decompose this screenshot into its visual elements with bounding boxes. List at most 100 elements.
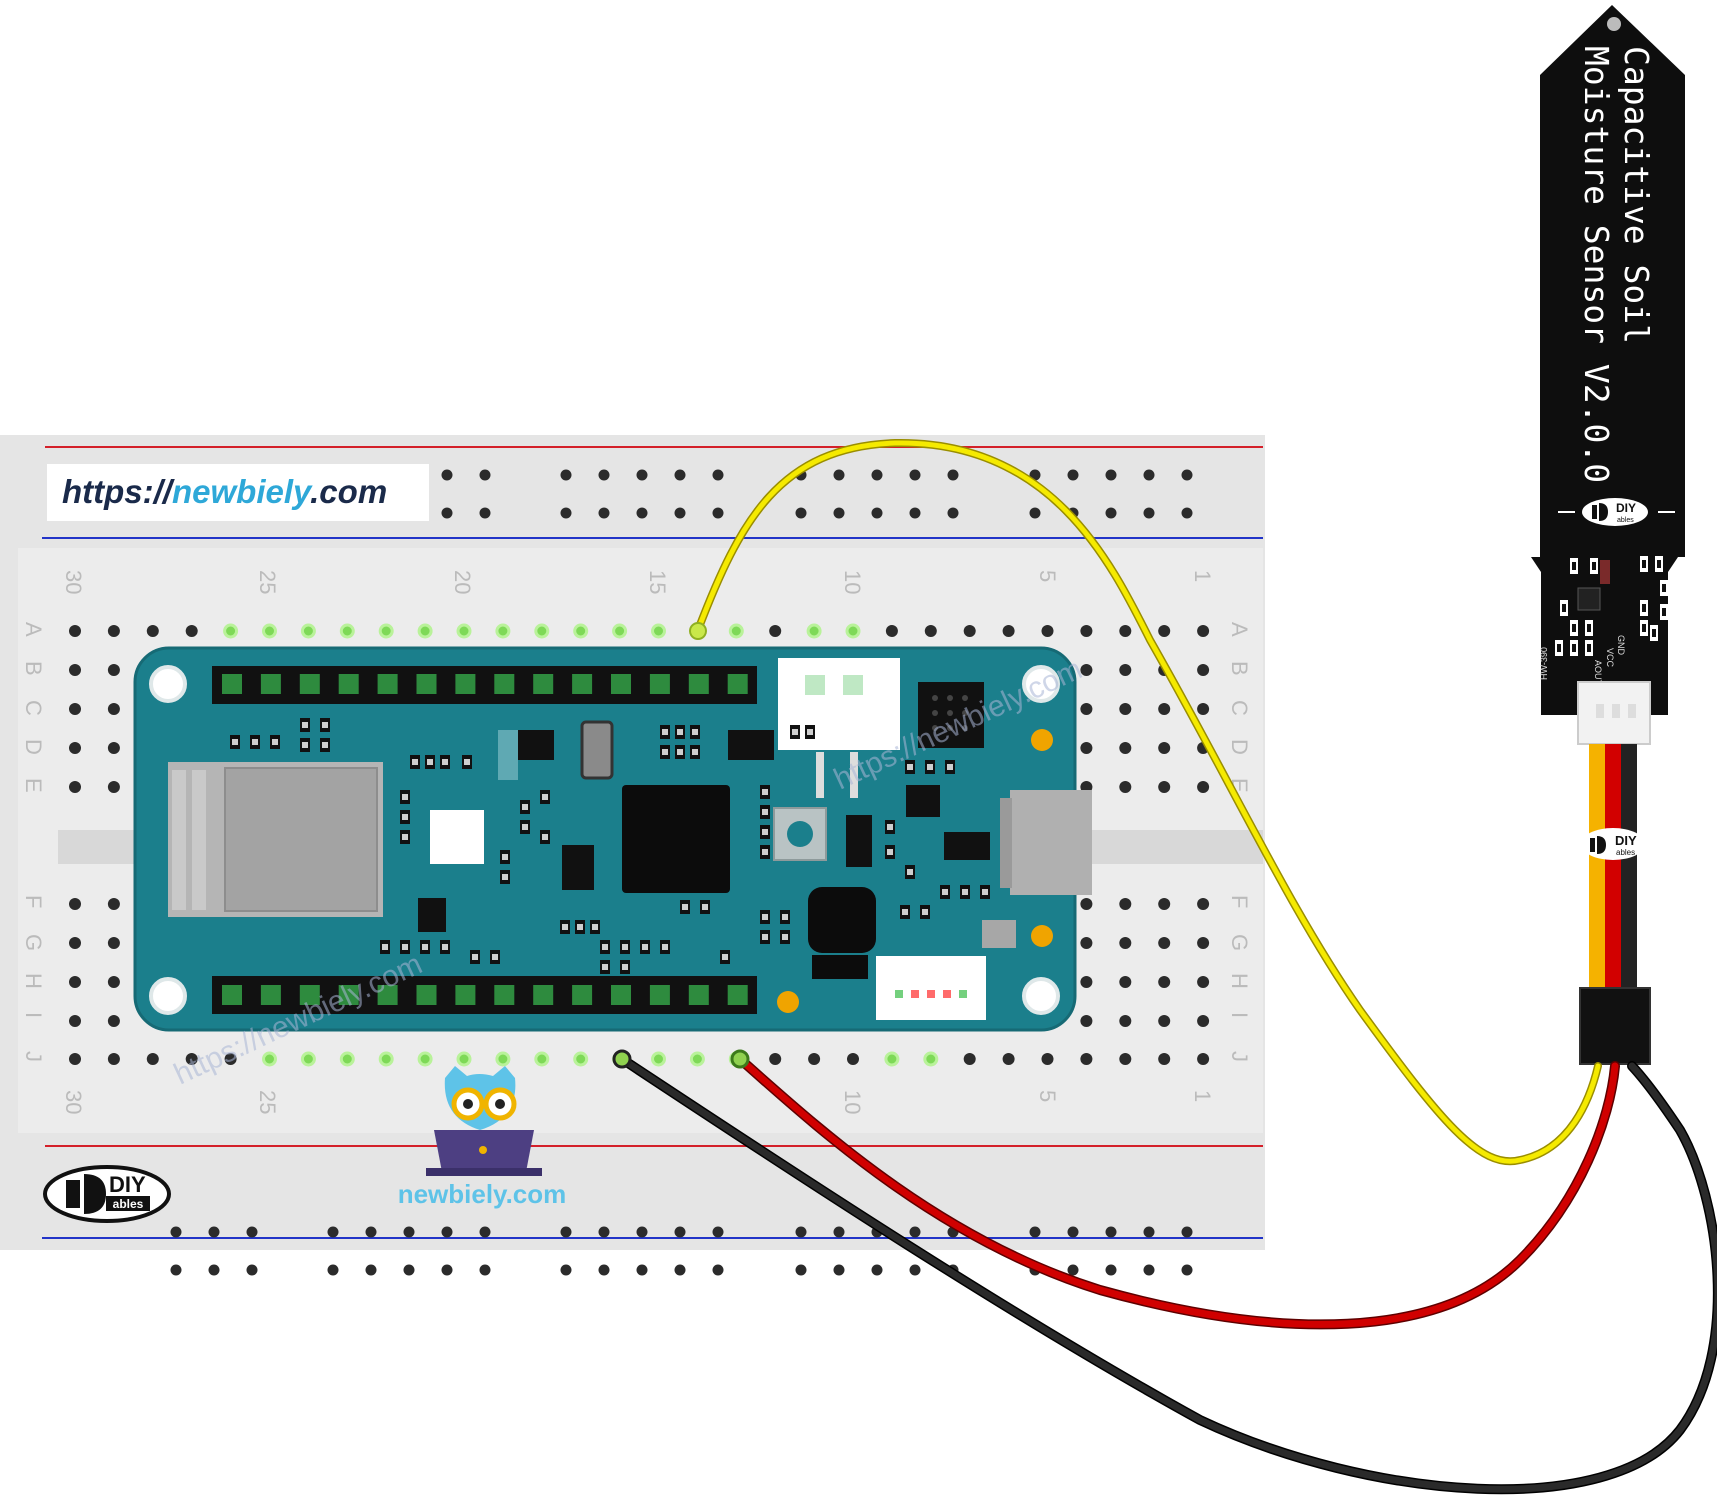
pad-block: [498, 730, 518, 780]
breadboard-hole: [339, 623, 355, 639]
reset-button-cap[interactable]: [787, 821, 813, 847]
rail-hole: [833, 507, 845, 519]
rail-hole: [365, 1226, 377, 1238]
mounting-hole: [1022, 665, 1060, 703]
breadboard-hole: [1119, 703, 1132, 715]
smd-component: [762, 809, 768, 815]
microcontroller-board: [133, 646, 1092, 1032]
smd-component: [762, 914, 768, 920]
breadboard-hole: [963, 1053, 976, 1065]
rail-hole: [1181, 1226, 1193, 1238]
smd-component: [602, 964, 608, 970]
header-pin: [649, 674, 670, 694]
mascot-caption: newbiely.com: [398, 1179, 567, 1209]
url-prefix: https://: [62, 473, 176, 510]
smd-component: [402, 834, 408, 840]
diyables-mark-icon: [66, 1174, 106, 1214]
sensor-mount-hole: [1607, 17, 1621, 31]
breadboard-hole: [69, 1015, 81, 1027]
breadboard-hole: [1119, 976, 1132, 988]
breadboard-hole: [1197, 937, 1210, 949]
sensor-model-label: HW-390: [1539, 647, 1549, 680]
eslov-connector: [876, 956, 986, 1020]
column-label: 20: [450, 570, 475, 594]
smd-component: [682, 904, 688, 910]
breadboard-hole: [1197, 1053, 1210, 1065]
terminal-holes: [69, 623, 1210, 1067]
url-domain: newbiely: [172, 473, 313, 510]
breadboard-hole: [1080, 625, 1093, 637]
breadboard-hole: [1119, 742, 1132, 754]
header-pin: [688, 985, 709, 1005]
header-pin: [727, 674, 748, 694]
sensor-smd: [1652, 629, 1656, 637]
wire-end-power: [730, 1049, 750, 1069]
breadboard-hole: [456, 623, 472, 639]
sensor-smd: [1572, 562, 1576, 570]
breadboard-hole: [1158, 937, 1171, 949]
rail-hole: [441, 507, 453, 519]
breadboard-hole: [845, 623, 861, 639]
sensor-smd: [1572, 644, 1576, 652]
breadboard-hole: [1041, 625, 1054, 637]
header-pin: [494, 985, 515, 1005]
breadboard-hole: [300, 1051, 316, 1067]
smd-component: [662, 944, 668, 950]
breadboard-hole: [1002, 1053, 1015, 1065]
rail-hole: [170, 1264, 182, 1276]
breadboard-hole: [495, 623, 511, 639]
breadboard-hole: [69, 976, 81, 988]
smd-component: [762, 829, 768, 835]
cable-signal-wire: [1589, 744, 1605, 990]
breadboard-hole: [107, 625, 120, 637]
breadboard-hole: [185, 1053, 198, 1065]
smd-chip: [562, 845, 594, 890]
smd-component: [402, 944, 408, 950]
breadboard-hole: [573, 1051, 589, 1067]
smd-component: [792, 729, 798, 735]
rail-hole: [674, 1264, 686, 1276]
wire-ends: [612, 622, 750, 1069]
rail-hole: [795, 507, 807, 519]
inductor: [812, 955, 868, 979]
smd-chip: [418, 898, 446, 932]
breadboard-hole: [1158, 976, 1171, 988]
breadboard-hole: [1119, 625, 1132, 637]
rail-hole: [246, 1226, 258, 1238]
smd-component: [922, 909, 928, 915]
rail-hole: [712, 469, 724, 481]
smd-component: [762, 849, 768, 855]
smd-component: [442, 944, 448, 950]
smd-chip: [944, 832, 990, 860]
header-pin: [533, 674, 554, 694]
rail-hole: [479, 1264, 491, 1276]
header-pin: [649, 985, 670, 1005]
sensor-smd: [1642, 604, 1646, 612]
smd-component: [542, 834, 548, 840]
smd-component: [702, 904, 708, 910]
sensor-smd: [1587, 644, 1591, 652]
cable-label-subtext: ables: [1616, 848, 1635, 857]
breadboard-hole: [769, 625, 782, 637]
breadboard-hole: [651, 623, 666, 639]
sensor-components: [1555, 556, 1668, 656]
rail-hole: [909, 507, 921, 519]
mounting-hole: [149, 665, 187, 703]
smd-component: [907, 869, 913, 875]
breadboard-hole: [1197, 781, 1210, 793]
sensor-smd: [1662, 584, 1666, 592]
rail-hole: [441, 469, 453, 481]
breadboard-hole: [1197, 664, 1210, 676]
row-label: D: [1227, 739, 1252, 755]
smd-component: [692, 749, 698, 755]
smd-component: [464, 759, 470, 765]
header-pin: [611, 674, 631, 694]
header-pin: [299, 985, 320, 1005]
row-label: I: [21, 1012, 46, 1018]
rail-hole: [909, 469, 921, 481]
header-pin: [222, 985, 242, 1005]
header-pin: [338, 985, 359, 1005]
top-pin-header: [212, 666, 757, 704]
rail-hole: [636, 507, 648, 519]
